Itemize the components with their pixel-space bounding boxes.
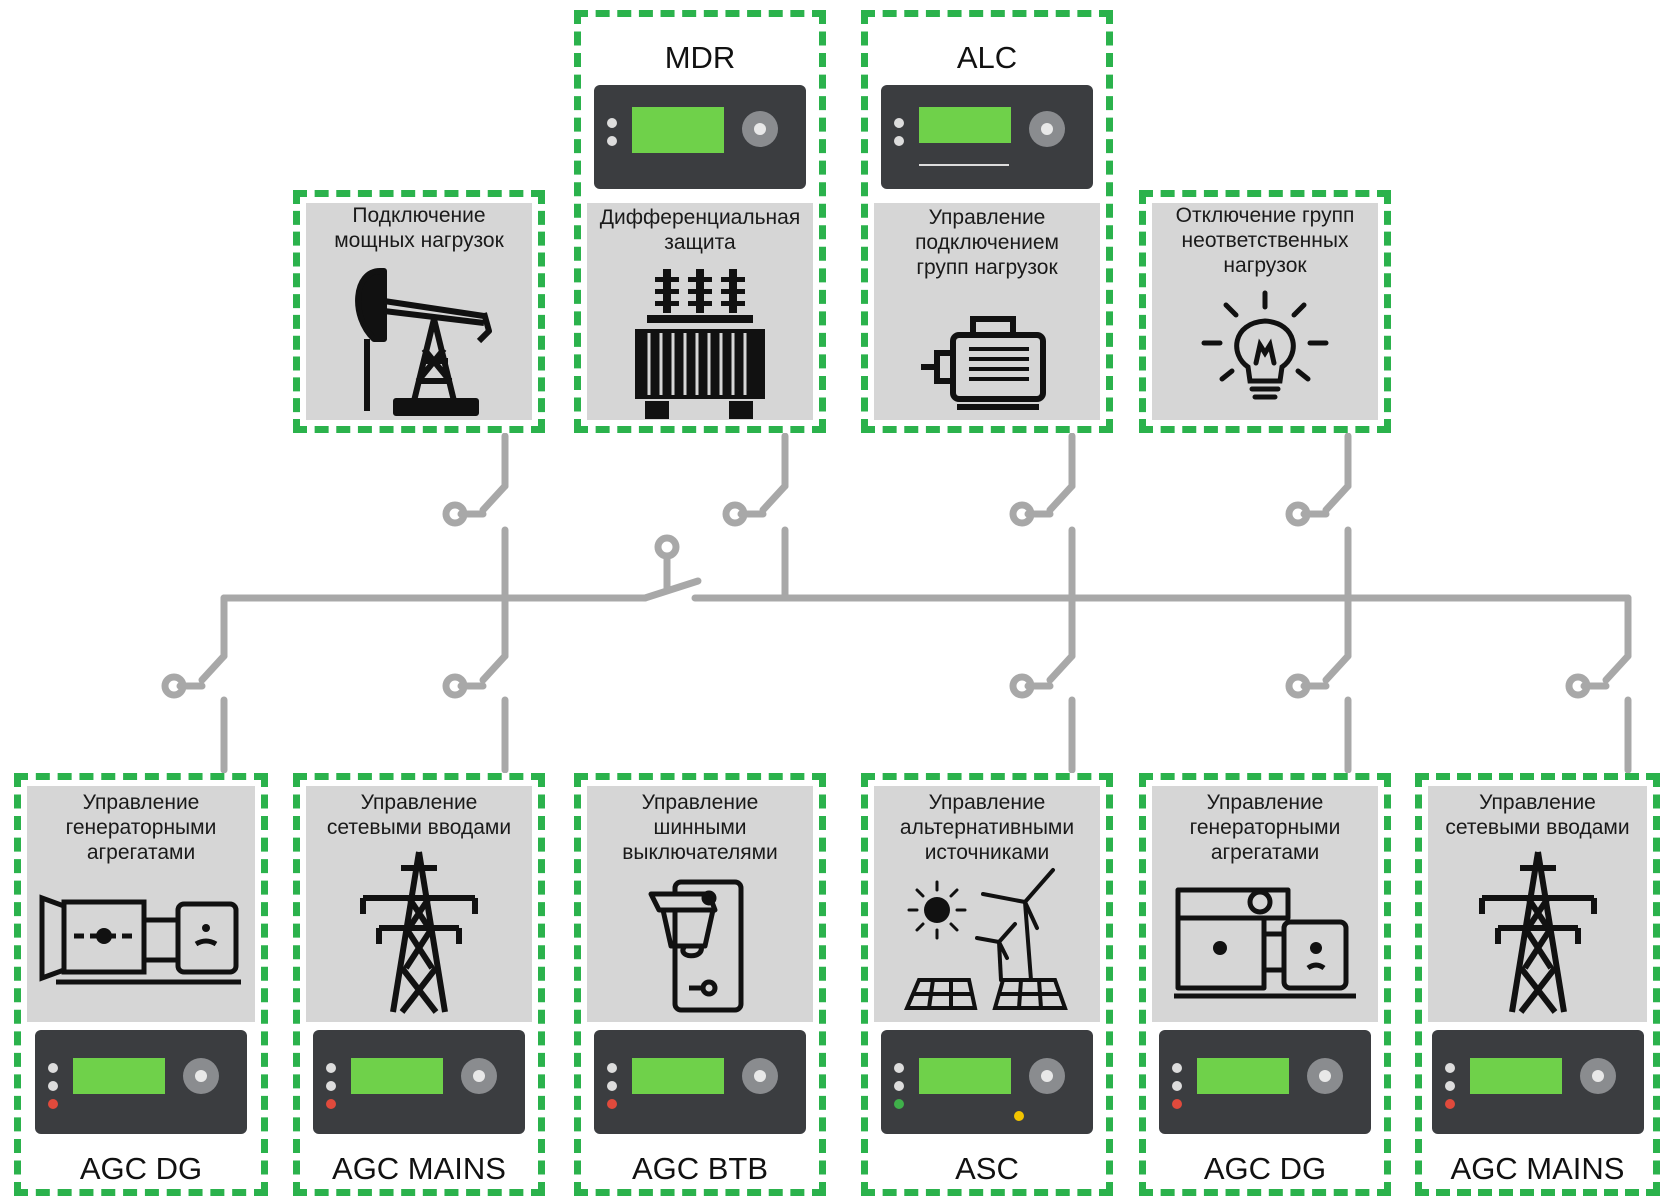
agc-controller-device — [35, 1030, 247, 1134]
unit-label: Управление шинными выключателями — [622, 791, 778, 864]
unit-agc-mains-1: Управление сетевыми вводами AGC MAINS — [293, 773, 545, 1196]
alc-controller-device — [881, 85, 1093, 189]
generator-set-icon — [1174, 887, 1356, 999]
device-code: MDR — [664, 40, 736, 75]
oil-pump-icon — [355, 268, 492, 416]
breaker-pivot-top — [1009, 501, 1035, 527]
unit-alc-load-group-control: ALC Управление подключением групп нагруз… — [861, 10, 1113, 433]
unit-agc-btb: Управление шинными выключателями AGC BTB — [574, 773, 826, 1196]
breaker-blade-bottom — [1602, 652, 1632, 684]
unit-agc-dg-1: Управление генераторными агрегатами AGC … — [14, 773, 268, 1196]
agc-controller-device — [1159, 1030, 1371, 1134]
breaker-pivot-bottom — [1285, 673, 1311, 699]
agc-controller-device — [594, 1030, 806, 1134]
breaker-blade-top — [1322, 482, 1352, 514]
device-code: AGC BTB — [631, 1151, 769, 1186]
unit-label: Управление сетевыми вводами — [326, 791, 512, 839]
breaker-blade-bottom — [1046, 652, 1076, 684]
unit-label: Управление подключением групп нагрузок — [915, 206, 1059, 279]
unit-non-essential-load-shedding: Отключение групп неответственных нагрузо… — [1139, 190, 1391, 433]
unit-agc-mains-2: Управление сетевыми вводами AGC MAINS — [1415, 773, 1660, 1196]
renewables-icon — [903, 868, 1068, 1010]
device-code: ALC — [956, 40, 1018, 75]
electric-motor-icon — [921, 316, 1046, 410]
knife-switch-icon — [648, 879, 744, 1013]
unit-mdr-differential-protection: MDR Дифференциальная защита — [574, 10, 826, 433]
breaker-blade-top — [1046, 482, 1076, 514]
device-code: AGC MAINS — [1450, 1151, 1625, 1186]
breaker-blade-bottom — [1322, 652, 1352, 684]
bus-tie-breaker-blade — [641, 577, 702, 602]
breaker-blade-top — [479, 482, 509, 514]
unit-label: Управление альтернативными источниками — [899, 791, 1075, 864]
power-tower-icon — [360, 851, 478, 1014]
unit-label: Управление генераторными агрегатами — [1189, 791, 1341, 864]
unit-label: Дифференциальная защита — [599, 206, 801, 254]
mdr-controller-device — [594, 85, 806, 189]
breaker-blade-bottom — [479, 652, 509, 684]
breaker-pivot-bottom — [161, 673, 187, 699]
device-code: AGC DG — [1203, 1151, 1327, 1186]
device-code: ASC — [955, 1151, 1019, 1186]
breaker-pivot-bottom — [442, 673, 468, 699]
agc-controller-device — [313, 1030, 525, 1134]
breaker-blade-top — [759, 482, 789, 514]
unit-heavy-load-connection: Подключение мощных нагрузок — [293, 190, 545, 433]
transformer-icon — [635, 269, 765, 419]
light-bulb-icon — [1201, 290, 1329, 400]
breaker-pivot-top — [1285, 501, 1311, 527]
breaker-pivot-bottom — [1009, 673, 1035, 699]
power-tower-icon — [1478, 851, 1597, 1014]
diesel-generator-icon — [39, 894, 241, 985]
breaker-blade-bottom — [198, 652, 228, 684]
agc-controller-device — [1431, 1030, 1644, 1134]
breaker-pivot-bottom — [1565, 673, 1591, 699]
unit-label: Управление генераторными агрегатами — [65, 791, 217, 864]
unit-agc-dg-2: Управление генераторными агрегатами AGC … — [1139, 773, 1391, 1196]
device-code: AGC DG — [79, 1151, 203, 1186]
breaker-pivot-top — [722, 501, 748, 527]
asc-controller-device — [881, 1030, 1093, 1134]
breaker-pivot-top — [442, 501, 468, 527]
device-code: AGC MAINS — [332, 1151, 506, 1186]
unit-label: Подключение мощных нагрузок — [334, 204, 504, 252]
unit-asc: Управление альтернативными источниками A… — [861, 773, 1113, 1196]
unit-label: Управление сетевыми вводами — [1445, 791, 1630, 839]
unit-label: Отключение групп неответственных нагрузо… — [1175, 204, 1355, 277]
